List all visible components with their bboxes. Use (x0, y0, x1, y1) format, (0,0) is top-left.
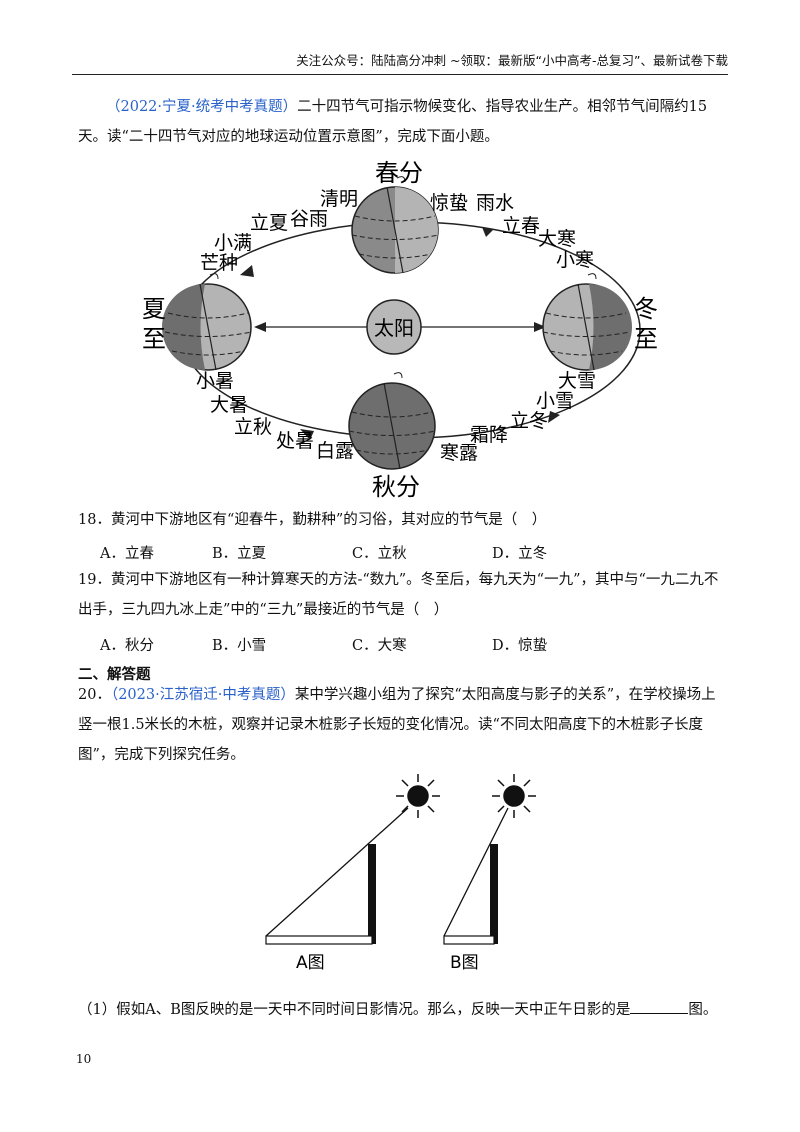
term-lichun: 立春 (502, 215, 540, 237)
q20-1-suffix: 图。 (688, 1002, 718, 1018)
q20-source: （2023·江苏宿迁·中考真题） (110, 687, 295, 703)
term-lidong: 立冬 (510, 410, 548, 432)
q19-stem: 19．黄河中下游地区有一种计算寒天的方法-“数九”。冬至后，每九天为“一九”，其… (78, 572, 719, 618)
q19-option-d[interactable]: D．惊蛰 (492, 638, 548, 654)
q20-text: 某中学兴趣小组为了探究“太阳高度与影子的关系”，在学校操场上竖一根1.5米长的木… (78, 687, 716, 763)
q18-option-b[interactable]: B．立夏 (212, 546, 267, 562)
term-xiaoshu: 小暑 (196, 370, 234, 392)
term-qingming: 清明 (320, 188, 358, 210)
sun-label: 太阳 (374, 316, 414, 340)
earth-summer (162, 273, 252, 371)
term-xiaoman: 小满 (214, 232, 252, 254)
intro-source: （2022·宁夏·统考中考真题） (106, 99, 298, 115)
term-jingzhe: 惊蛰 (430, 192, 468, 214)
label-a: A图 (296, 953, 325, 973)
page-number: 10 (76, 1052, 92, 1066)
sun-icon-a (396, 774, 440, 818)
term-liqiu: 立秋 (234, 416, 272, 438)
term-dashu: 大暑 (210, 394, 248, 416)
q19-option-a[interactable]: A．秋分 (100, 638, 154, 654)
q18-option-a[interactable]: A．立春 (100, 546, 154, 562)
term-dahan: 大寒 (538, 228, 576, 250)
label-autumn: 秋分 (372, 473, 420, 501)
term-shuangjiang: 霜降 (470, 424, 508, 446)
page-header: 关注公众号：陆陆高分冲刺 ~领取：最新版“小中高考-总复习”、最新试卷下载 (72, 52, 728, 75)
q20-number: 20． (78, 687, 111, 703)
term-bailu: 白露 (316, 440, 354, 462)
term-xiaohan: 小寒 (556, 249, 594, 271)
label-spring: 春分 (375, 159, 423, 187)
label-summer-2: 至 (142, 325, 166, 353)
shadow-b (443, 935, 495, 945)
earth-spring (351, 176, 439, 274)
intro-text: 二十四节气可指示物候变化、指导农业生产。相邻节气间隔约15天。读“二十四节气对应… (78, 99, 708, 145)
post-a (368, 844, 376, 944)
sun-icon-b (492, 774, 536, 818)
sun-circle (366, 299, 422, 355)
earth-winter (542, 273, 632, 371)
q19-option-b[interactable]: B．小雪 (212, 638, 267, 654)
label-winter-1: 冬 (634, 295, 658, 323)
q19-option-c[interactable]: C．大寒 (352, 638, 407, 654)
q18-stem: 18．黄河中下游地区有“迎春牛，勤耕种”的习俗，其对应的节气是（ ） (78, 512, 547, 528)
section-title: 二、解答题 (78, 667, 151, 683)
q18-option-c[interactable]: C．立秋 (352, 546, 407, 562)
label-winter-2: 至 (634, 325, 658, 353)
post-b (490, 844, 498, 944)
term-hanlu: 寒露 (440, 442, 478, 464)
q18-option-d[interactable]: D．立冬 (492, 546, 548, 562)
intro-paragraph: （2022·宁夏·统考中考真题）二十四节气可指示物候变化、指导农业生产。相邻节气… (78, 92, 728, 152)
term-guyu: 谷雨 (290, 208, 328, 230)
term-lixia: 立夏 (250, 212, 288, 234)
term-daxue: 大雪 (558, 370, 596, 392)
q20-1-text: （1）假如A、B图反映的是一天中不同时间日影情况。那么，反映一天中正午日影的是 (78, 1002, 631, 1018)
term-chushu: 处暑 (276, 430, 314, 452)
shadow-diagram: A图 B图 (265, 774, 536, 973)
term-xiaoxue: 小雪 (536, 390, 574, 412)
shadow-a (265, 935, 373, 945)
earth-autumn (348, 372, 436, 470)
solar-term-labels: 清明 惊蛰 雨水 立夏 谷雨 立春 大寒 小满 芒种 小寒 小暑 大暑 立秋 处… (196, 188, 596, 464)
term-mangzhong: 芒种 (200, 252, 238, 274)
q20-1: （1）假如A、B图反映的是一天中不同时间日影情况。那么，反映一天中正午日影的是 图… (78, 995, 728, 1025)
label-b: B图 (450, 953, 479, 973)
label-summer-1: 夏 (142, 295, 166, 323)
q20-paragraph: 20．（2023·江苏宿迁·中考真题）某中学兴趣小组为了探究“太阳高度与影子的关… (78, 680, 728, 770)
solar-terms-diagram: 太阳 春分 夏 至 冬 至 (142, 159, 658, 501)
answer-blank[interactable] (630, 999, 689, 1014)
term-yushui: 雨水 (476, 192, 514, 214)
